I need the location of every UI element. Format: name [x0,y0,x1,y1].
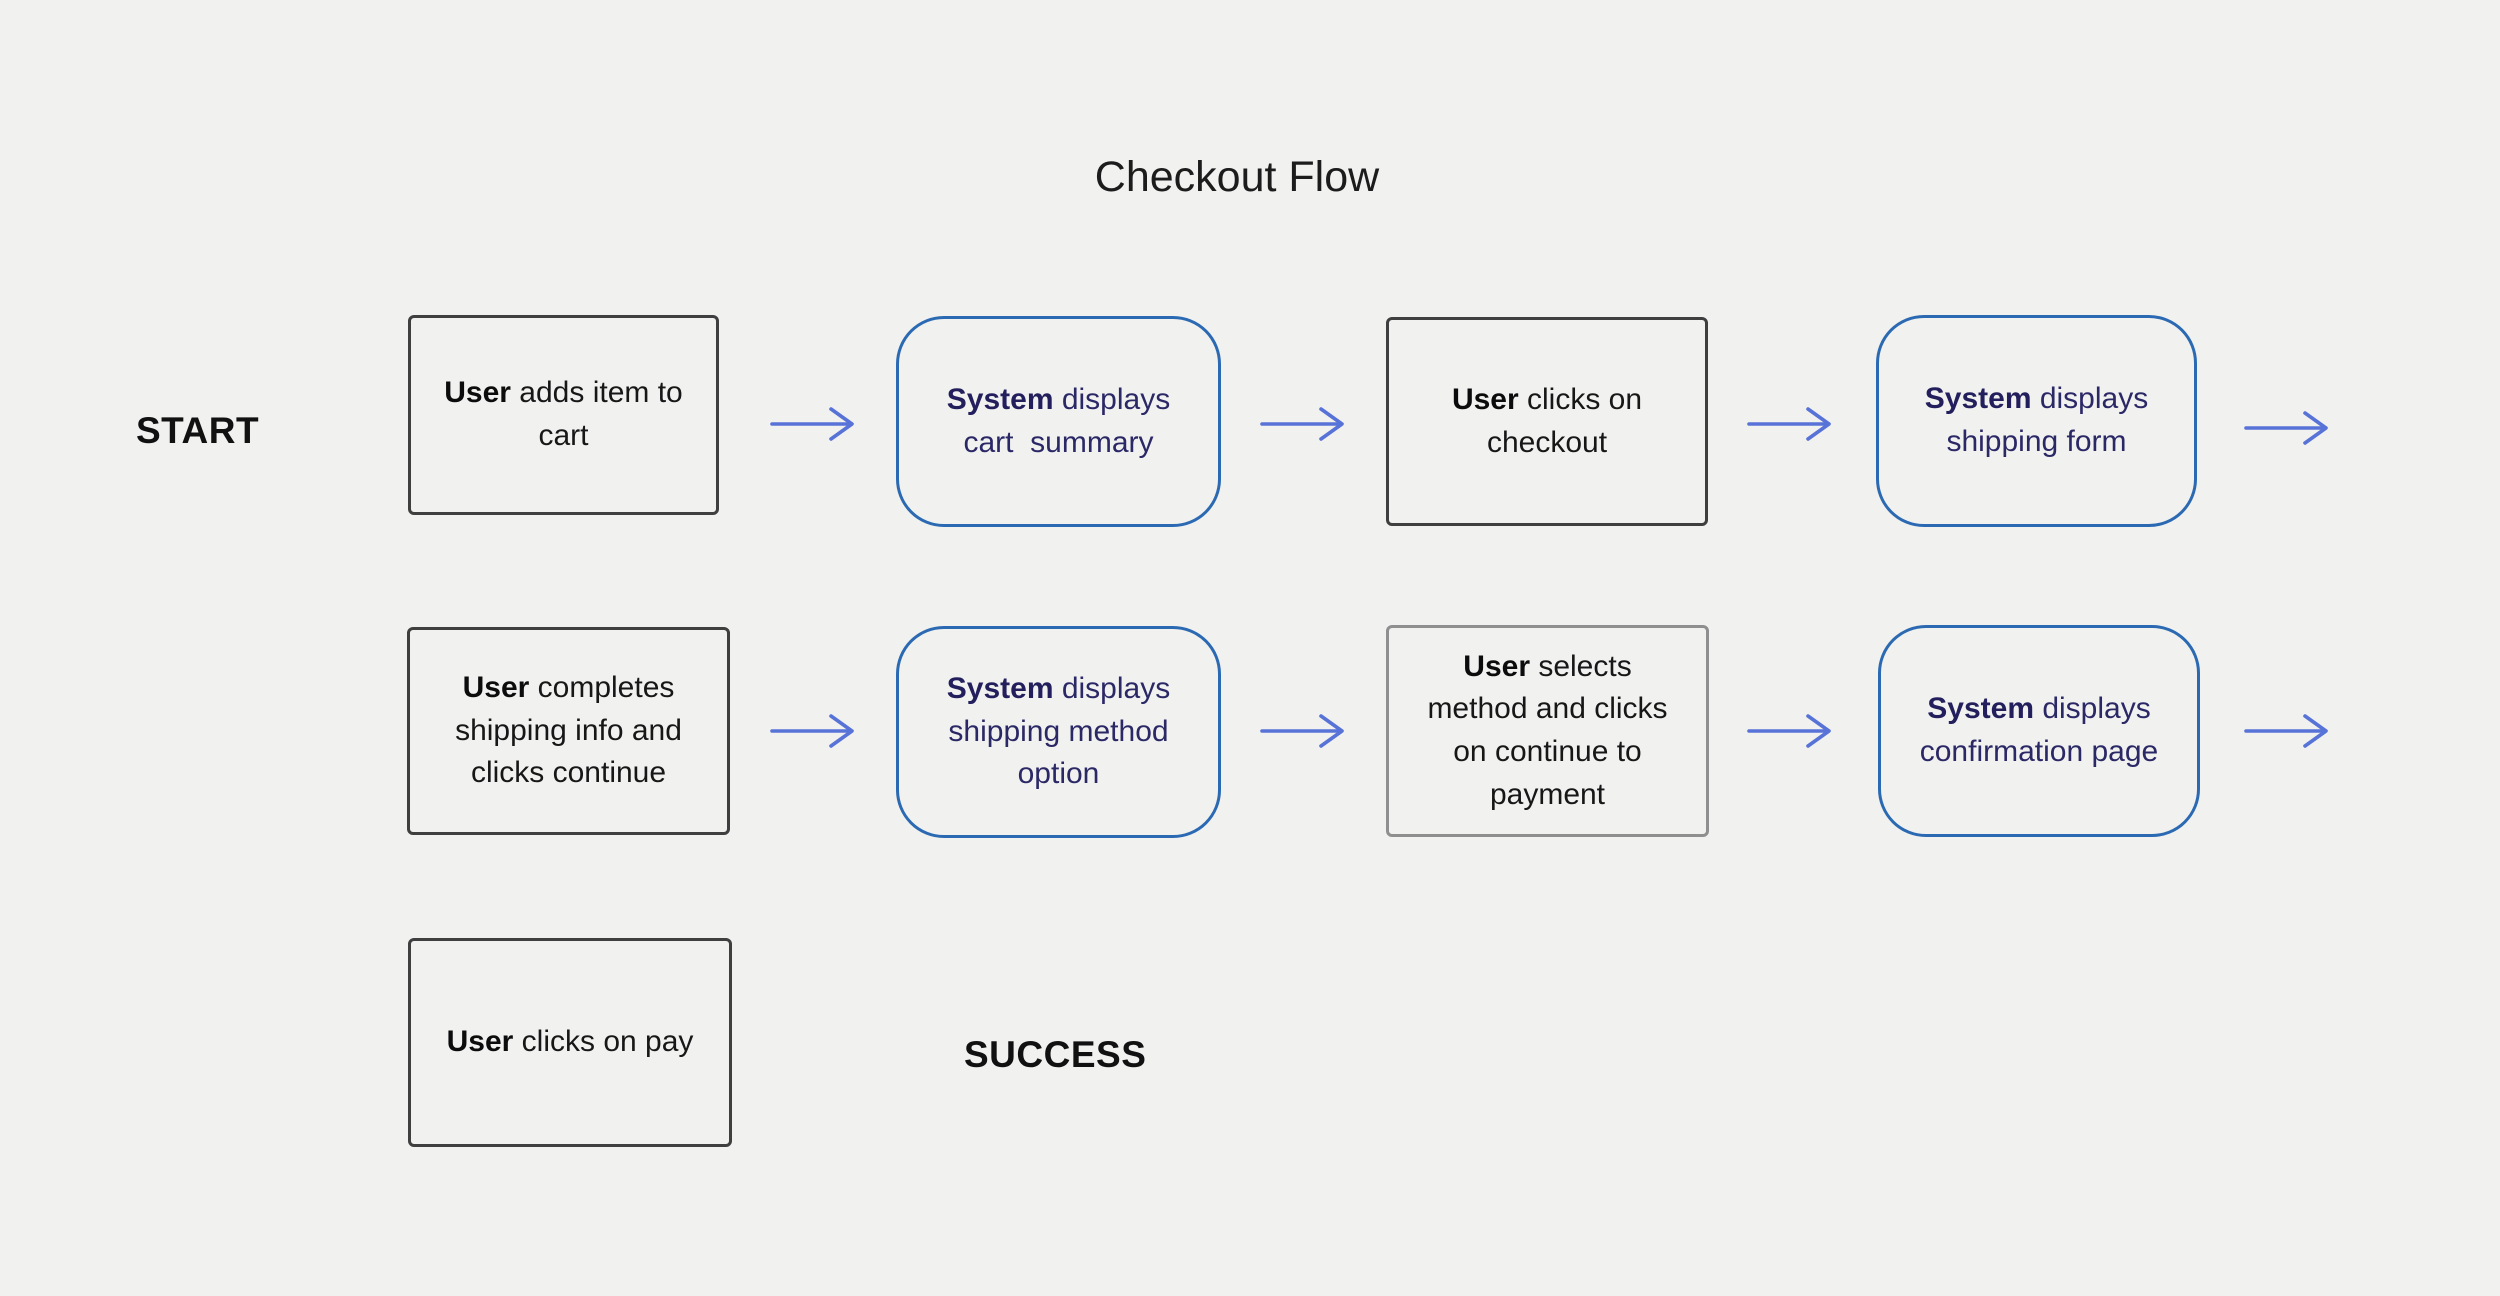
flow-node-user-selects-method[interactable]: User selects method and clicks on contin… [1386,625,1709,837]
actor-label: System [946,382,1054,416]
flow-arrow-right-icon [1747,714,1831,748]
actor-label: System [1927,692,2034,726]
action-text: adds item to cart [510,376,692,452]
actor-label: System [1924,382,2032,416]
flow-node-system-displays-shipping-form[interactable]: System displays shipping form [1876,315,2197,527]
action-text: selects method and clicks on continue to… [1427,649,1676,811]
flow-arrow-right-icon [2244,714,2328,748]
flow-arrow-right-icon [770,407,854,441]
flow-arrow-right-icon [1260,407,1344,441]
flow-node-user-adds-item-to-cart[interactable]: User adds item to cart [408,315,719,515]
flow-arrow-right-icon [770,714,854,748]
flow-node-system-displays-cart-summary[interactable]: System displays cart summary [896,316,1221,527]
action-text: clicks on pay [513,1025,694,1059]
page-title: Checkout Flow [1094,153,1380,201]
success-label: SUCCESS [964,1034,1147,1075]
actor-label: User [444,376,511,410]
flow-node-user-clicks-on-checkout[interactable]: User clicks on checkout [1386,317,1708,526]
actor-label: User [1451,382,1519,416]
actor-label: System [946,672,1054,706]
flow-arrow-right-icon [1260,714,1344,748]
actor-label: User [446,1025,514,1059]
action-text: displays shipping method option [948,672,1179,791]
flow-node-system-displays-shipping-method-option[interactable]: System displays shipping method option [896,626,1221,838]
actor-label: User [1463,649,1530,683]
actor-label: User [462,671,530,705]
flow-node-user-clicks-on-pay[interactable]: User clicks on pay [408,938,732,1147]
flow-node-user-completes-shipping-info[interactable]: User completes shipping info and clicks … [407,627,730,835]
action-text: displays shipping form [1946,382,2157,458]
start-label: START [136,410,260,451]
action-text: completes shipping info and clicks conti… [455,671,691,790]
flow-arrow-right-icon [1747,407,1831,441]
action-text: displays cart summary [963,382,1179,459]
action-text: clicks on checkout [1486,382,1651,459]
flow-arrow-right-icon [2244,411,2328,445]
flow-node-system-displays-confirmation-page[interactable]: System displays confirmation page [1878,625,2200,837]
action-text: displays confirmation page [1919,692,2160,768]
